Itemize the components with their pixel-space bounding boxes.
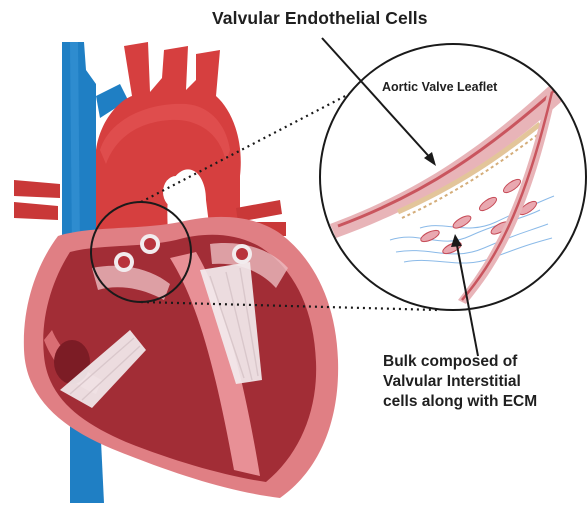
aortic-valve-leaflet-label: Aortic Valve Leaflet (382, 80, 497, 94)
bulk-label-line-2: Valvular Interstitial (383, 372, 537, 392)
bulk-label-line-3: cells along with ECM (383, 392, 537, 412)
bulk-label-line-1: Bulk composed of (383, 352, 537, 372)
endothelial-cells-label: Valvular Endothelial Cells (212, 8, 428, 29)
bulk-interstitial-label: Bulk composed of Valvular Interstitial c… (383, 352, 537, 412)
aorta (96, 42, 241, 232)
